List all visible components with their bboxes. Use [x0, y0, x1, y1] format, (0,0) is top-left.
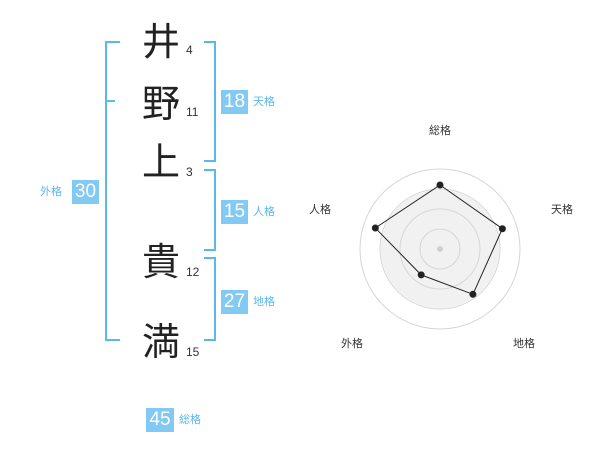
- name-char-5: 満: [141, 320, 180, 364]
- name-char-3: 上: [141, 140, 180, 184]
- stroke-count-2: 11: [186, 105, 199, 119]
- stroke-count-5: 15: [186, 345, 200, 359]
- tenkaku-label: 天格: [253, 95, 275, 108]
- name-char-4: 貴: [141, 240, 180, 284]
- radar-grid-ring: [359, 168, 521, 330]
- gaikaku-bracket-tick: [105, 100, 115, 102]
- radar-center: [437, 246, 443, 252]
- radar-label-jinkaku: 人格: [309, 203, 331, 216]
- tenkaku-value: 18: [221, 90, 248, 114]
- name-char-1: 井: [141, 20, 180, 64]
- radar-label-soukaku: 総格: [429, 124, 451, 137]
- jinkaku-bracket: [204, 169, 216, 251]
- chikaku-bracket: [204, 257, 216, 341]
- radar-label-tenkaku: 天格: [551, 203, 573, 216]
- radar-label-gaikaku: 外格: [341, 337, 363, 350]
- radar-label-chikaku: 地格: [513, 337, 535, 350]
- radar-point-5: [371, 224, 379, 232]
- gaikaku-label: 外格: [40, 185, 62, 198]
- soukaku-value: 45: [146, 408, 174, 432]
- soukaku-label: 総格: [179, 413, 201, 426]
- jinkaku-value: 15: [221, 200, 248, 224]
- radar-grid-ring: [419, 228, 461, 270]
- gaikaku-value: 30: [72, 180, 99, 204]
- stroke-count-3: 3: [186, 165, 193, 179]
- radar-point-3: [469, 290, 477, 298]
- radar-point-4: [417, 271, 425, 279]
- radar-grid: [359, 168, 521, 330]
- radar-point-1: [436, 181, 444, 189]
- chikaku-value: 27: [221, 290, 248, 314]
- jinkaku-label: 人格: [253, 205, 275, 218]
- stroke-count-1: 4: [186, 43, 193, 57]
- gaikaku-bracket: [105, 41, 120, 341]
- name-char-2: 野: [141, 82, 180, 126]
- radar-point-2: [498, 225, 506, 233]
- radar-points: [371, 181, 506, 298]
- radar-area: [374, 184, 504, 295]
- chikaku-label: 地格: [253, 295, 275, 308]
- stroke-count-4: 12: [186, 265, 200, 279]
- radar-grid-ring: [379, 188, 501, 310]
- tenkaku-bracket: [204, 41, 216, 162]
- radar-grid-ring: [399, 208, 481, 290]
